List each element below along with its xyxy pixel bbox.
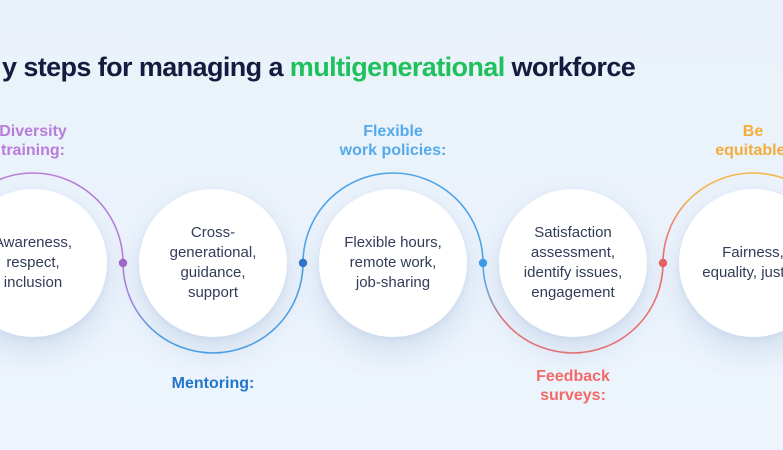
connector-arc-5 [662, 172, 783, 264]
step-label-diversity-training: Diversity training: [0, 123, 67, 159]
step-label-feedback-surveys: Feedback surveys: [536, 368, 610, 404]
step-label-be-equitable: Be equitable: [715, 123, 783, 159]
connector-dot-3 [478, 258, 488, 268]
connector-arc-2 [122, 262, 304, 354]
connector-arc-4 [482, 262, 664, 354]
title-suffix: workforce [504, 52, 636, 82]
step-circle-text: Awareness, respect, inclusion [0, 234, 73, 291]
step-circle-text: Satisfaction assessment, identify issues… [523, 224, 623, 301]
step-label-mentoring: Mentoring: [171, 375, 255, 392]
title-highlight: multigenerational [289, 52, 505, 82]
page-title: y steps for managing a multigenerational… [2, 52, 636, 83]
connector-dot-4 [658, 258, 668, 268]
connector-arc-1 [0, 172, 124, 264]
step-circle-text: Fairness, equality, justice [702, 244, 783, 281]
step-label-flexible-work-policies: Flexible work policies: [339, 123, 447, 159]
step-circle-mentoring: Cross- generational, guidance, support [139, 189, 287, 337]
connector-dot-1 [118, 258, 128, 268]
title-prefix: y steps for managing a [2, 52, 290, 82]
connector-arc-3 [302, 172, 484, 264]
step-circle-text: Cross- generational, guidance, support [169, 224, 257, 301]
step-circle-feedback-surveys: Satisfaction assessment, identify issues… [499, 189, 647, 337]
step-circle-text: Flexible hours, remote work, job-sharing [344, 234, 442, 291]
connector-dot-2 [298, 258, 308, 268]
step-circle-flexible-work-policies: Flexible hours, remote work, job-sharing [319, 189, 467, 337]
